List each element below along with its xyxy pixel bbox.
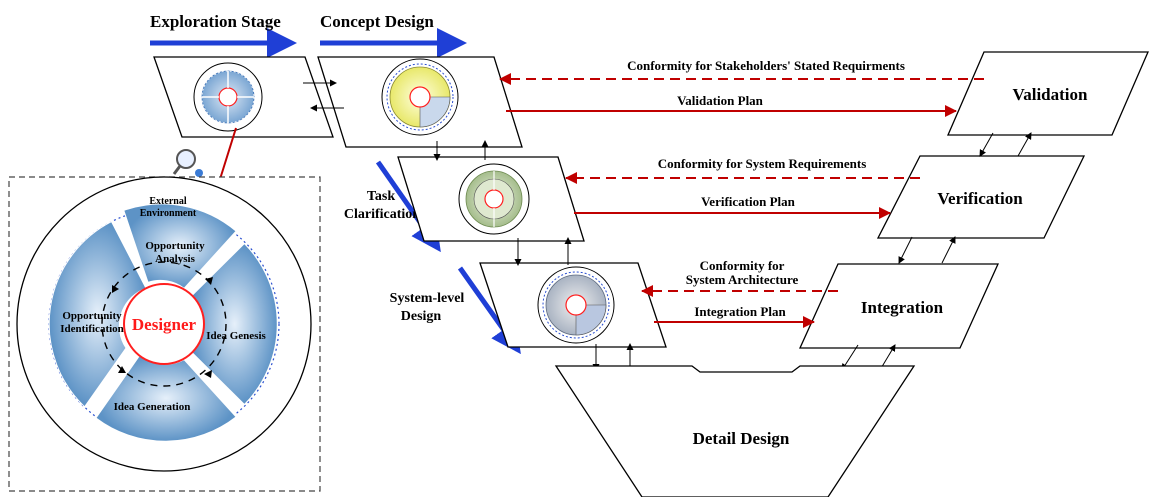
designer-wheel <box>16 176 312 472</box>
idea-genesis-label: Idea Genesis <box>206 330 266 342</box>
verification-label: Verification <box>937 189 1023 208</box>
verification-box <box>876 155 1086 239</box>
opportunity-analysis-label-1: Opportunity <box>145 240 205 252</box>
opportunity-analysis-label-2: Analysis <box>155 253 195 265</box>
verification-plan-label: Verification Plan <box>701 194 796 209</box>
link-integ-verif-a <box>898 236 913 264</box>
integration-plan-label: Integration Plan <box>694 304 786 319</box>
segment-opportunity-identification <box>48 220 147 408</box>
exploration-stage-label: Exploration Stage <box>150 12 281 31</box>
exploration-mini-wheel <box>193 62 263 132</box>
concept-mini-wheel <box>381 58 459 136</box>
task-label-1: Task <box>367 189 396 204</box>
opportunity-identification-label-1: Opportunity <box>62 310 122 322</box>
link-verif-valid-a <box>979 132 994 157</box>
external-env-label-1: External <box>149 196 186 207</box>
task-label-2: Clarification <box>344 207 420 222</box>
validation-box <box>947 51 1149 136</box>
system-level-label-2: Design <box>401 309 442 324</box>
designer-center-label: Designer <box>132 315 197 334</box>
conformity-architecture-label-1: Conformity for <box>700 258 785 273</box>
conformity-stakeholders-label: Conformity for Stakeholders' Stated Requ… <box>627 58 905 73</box>
magnifier-icon <box>172 149 203 177</box>
conformity-architecture-label-2: System Architecture <box>686 272 799 287</box>
task-mini-wheel <box>458 163 530 235</box>
opportunity-identification-label-2: Identification <box>60 323 124 335</box>
conformity-system-req-label: Conformity for System Requirements <box>658 156 867 171</box>
system-mini-wheel <box>537 266 615 344</box>
external-env-label-2: Environment <box>140 208 197 219</box>
validation-plan-label: Validation Plan <box>677 93 764 108</box>
system-level-label-1: System-level <box>390 291 465 306</box>
concept-design-label: Concept Design <box>320 12 434 31</box>
integration-label: Integration <box>861 298 944 317</box>
detail-design-label: Detail Design <box>693 429 790 448</box>
link-verif-valid-b <box>1017 132 1032 157</box>
link-integ-verif-b <box>941 236 956 264</box>
idea-generation-label: Idea Generation <box>114 401 191 413</box>
segment-opportunity-analysis <box>123 203 237 289</box>
validation-label: Validation <box>1013 85 1089 104</box>
detail-design-box <box>554 365 916 497</box>
